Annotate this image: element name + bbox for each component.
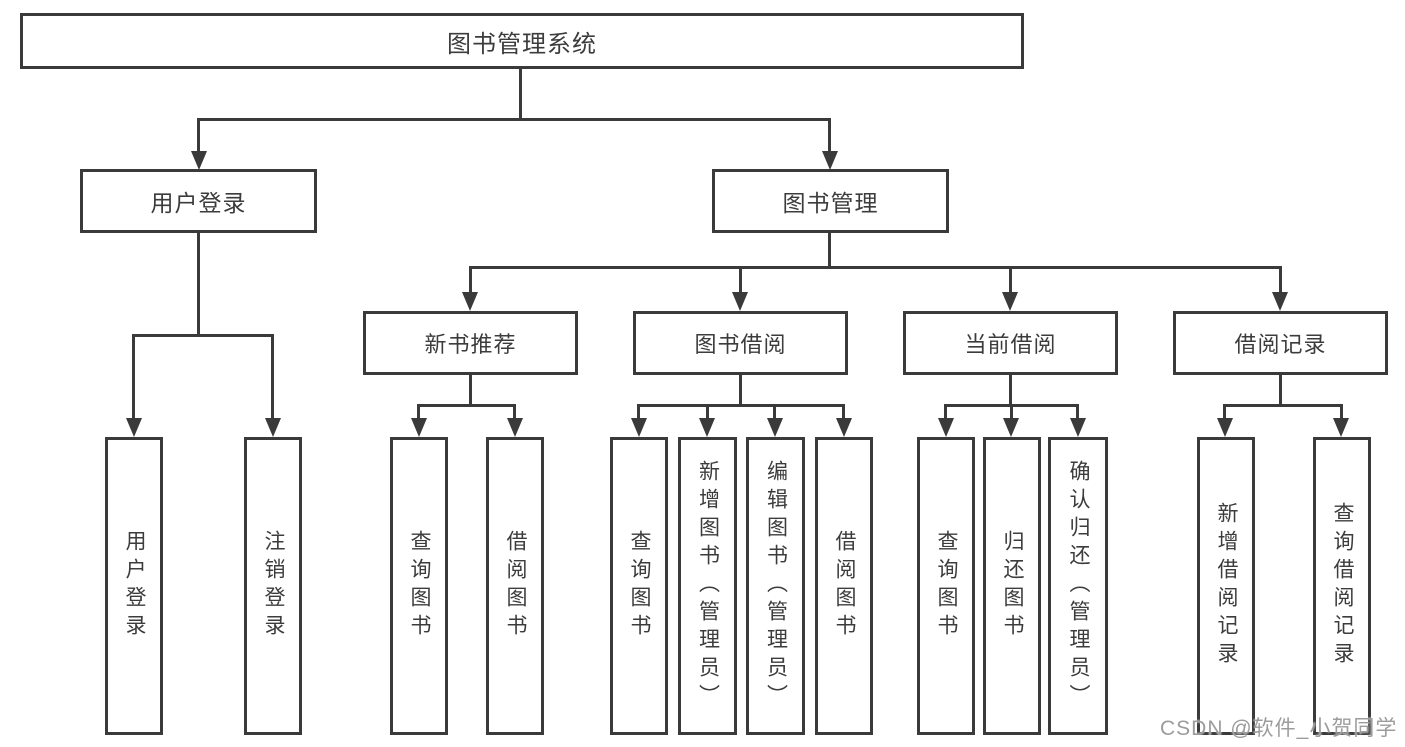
node-book-management-label: 图书管理 [782,190,879,216]
connector-drop-leaf [1223,404,1226,419]
connector-drop-lvl3 [469,266,472,293]
connector-drop-leaf [513,404,516,419]
node-root: 图书管理系统 [20,13,1024,69]
connector-user-login-stem [197,233,200,336]
arrowhead-icon [1217,418,1233,437]
arrowhead-icon [1272,292,1288,311]
arrowhead-icon [822,151,838,170]
connector-drop-book-management [828,118,831,152]
arrowhead-icon [1333,418,1349,437]
leaf-add-borrow-record-label: 新增借阅记录 [1215,502,1238,670]
leaf-return-book-label: 归还图书 [1001,530,1024,642]
connector-drop-leaf [1340,404,1343,419]
watermark: CSDN @软件_小贺同学 [1160,717,1398,740]
connector-drop-leaf [1076,404,1079,419]
connector-drop-leaf [773,404,776,419]
arrowhead-icon [462,292,478,311]
leaf-borrow-books-recommend-label: 借阅图书 [504,530,527,642]
leaf-query-books-borrow: 查询图书 [610,437,668,735]
arrowhead-icon [191,151,207,170]
leaf-confirm-return-admin-label: 确认归还（管理员） [1067,460,1090,712]
connector-drop-leaf [842,404,845,419]
node-new-book-recommend: 新书推荐 [363,311,578,375]
leaf-user-login-label: 用户登录 [123,530,146,642]
connector-drop-lvl3 [739,266,742,293]
connector-drop-lvl3 [1009,266,1012,293]
connector-stem [1009,375,1012,406]
connector-drop-leaf [417,404,420,419]
connector-split [417,404,516,407]
node-user-login: 用户登录 [80,169,317,233]
connector-drop-lvl3 [1279,266,1282,293]
arrowhead-icon [1003,418,1019,437]
leaf-logout: 注销登录 [244,437,302,735]
node-borrow-records: 借阅记录 [1173,311,1388,375]
leaf-query-books-current-label: 查询图书 [935,530,958,642]
node-root-label: 图书管理系统 [447,30,597,58]
node-book-borrow: 图书借阅 [633,311,848,375]
leaf-query-books-recommend: 查询图书 [390,437,448,735]
connector-level3-split [469,266,1282,269]
connector-drop-leaf [132,334,135,419]
connector-stem [1279,375,1282,406]
leaf-query-borrow-record-label: 查询借阅记录 [1331,502,1354,670]
leaf-add-book-admin-label: 新增图书（管理员） [696,460,720,712]
connector-drop-leaf [706,404,709,419]
leaf-borrow-books-recommend: 借阅图书 [486,437,544,735]
connector-level1-split [197,118,831,121]
connector-split [1223,404,1342,407]
node-current-borrow-label: 当前借阅 [964,332,1057,357]
arrowhead-icon [1070,418,1086,437]
leaf-edit-book-admin-label: 编辑图书（管理员） [764,460,788,712]
connector-book-management-stem [828,233,831,268]
leaf-add-book-admin: 新增图书（管理员） [678,437,737,735]
node-book-borrow-label: 图书借阅 [694,332,787,357]
connector-drop-leaf [944,404,947,419]
arrowhead-icon [126,418,142,437]
leaf-query-books-borrow-label: 查询图书 [628,530,651,642]
leaf-edit-book-admin: 编辑图书（管理员） [746,437,805,735]
connector-drop-leaf [1010,404,1013,419]
arrowhead-icon [836,418,852,437]
arrowhead-icon [411,418,427,437]
leaf-logout-label: 注销登录 [262,530,285,642]
arrowhead-icon [507,418,523,437]
connector-drop-leaf [271,334,274,419]
leaf-user-login: 用户登录 [105,437,163,735]
arrowhead-icon [699,418,715,437]
leaf-borrow-books-borrow: 借阅图书 [815,437,873,735]
leaf-confirm-return-admin: 确认归还（管理员） [1048,437,1108,735]
node-book-management: 图书管理 [712,169,949,233]
node-user-login-label: 用户登录 [150,190,247,216]
leaf-query-borrow-record: 查询借阅记录 [1313,437,1371,735]
node-borrow-records-label: 借阅记录 [1234,332,1327,357]
connector-user-login-split [132,334,274,337]
connector-stem [469,375,472,406]
leaf-borrow-books-borrow-label: 借阅图书 [833,530,856,642]
arrowhead-icon [732,292,748,311]
leaf-add-borrow-record: 新增借阅记录 [1197,437,1255,735]
connector-stem [739,375,742,406]
leaf-query-books-recommend-label: 查询图书 [408,530,431,642]
connector-drop-user-login [197,118,200,152]
leaf-query-books-current: 查询图书 [917,437,975,735]
arrowhead-icon [631,418,647,437]
arrowhead-icon [938,418,954,437]
connector-drop-leaf [637,404,640,419]
leaf-return-book: 归还图书 [983,437,1041,735]
connector-root-stem [519,69,522,120]
arrowhead-icon [1002,292,1018,311]
connector-split [637,404,845,407]
node-current-borrow: 当前借阅 [903,311,1118,375]
arrowhead-icon [265,418,281,437]
arrowhead-icon [767,418,783,437]
node-new-book-recommend-label: 新书推荐 [424,332,517,357]
